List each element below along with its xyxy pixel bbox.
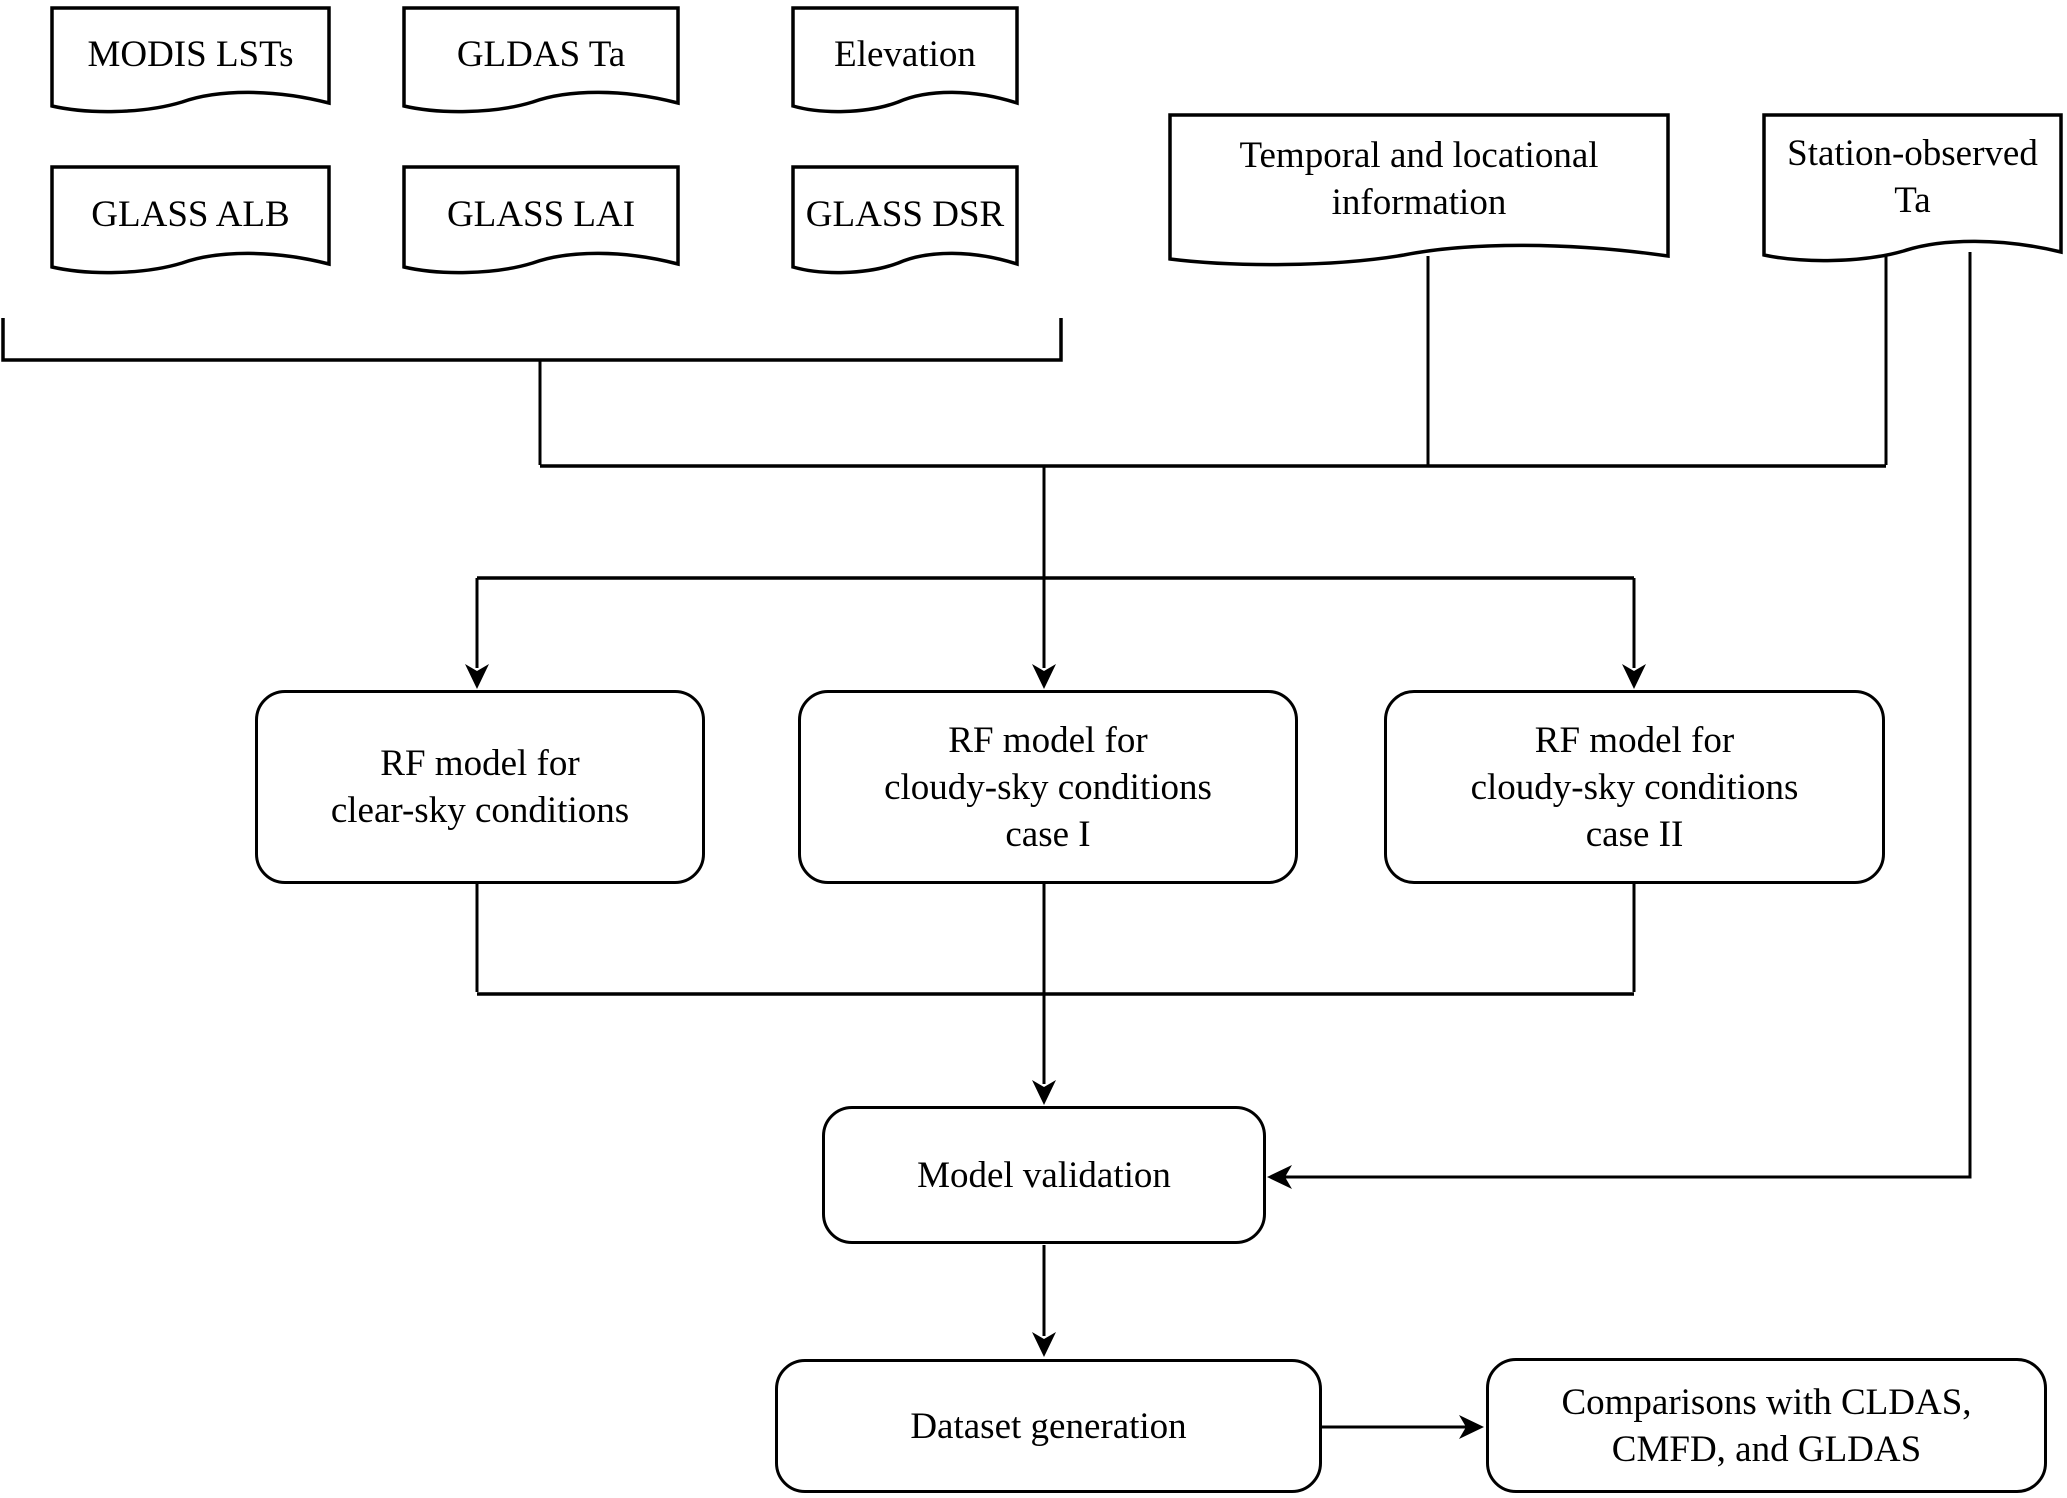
arrowhead-into-dataset (1032, 1332, 1056, 1357)
node-label: RF model for cloudy-sky conditions case … (1470, 719, 1799, 855)
node-label: RF model for clear-sky conditions (330, 743, 630, 831)
arrowhead-into-comparisons (1459, 1415, 1484, 1439)
node-label: Comparisons with CLDAS, CMFD, and GLDAS (1561, 1381, 1972, 1470)
node-label: MODIS LSTs (87, 34, 294, 75)
arrowhead-into-case1 (1032, 664, 1056, 689)
node-label: RF model for cloudy-sky conditions case … (884, 719, 1212, 855)
node-label: Station-observed Ta (1787, 133, 2038, 221)
arrowhead-station-into-validation (1267, 1165, 1292, 1189)
node-label: Dataset generation (910, 1405, 1187, 1447)
node-label: GLASS ALB (91, 194, 290, 235)
node-dataset-generation: Dataset generation (775, 1359, 1322, 1493)
node-label: GLASS DSR (805, 194, 1005, 235)
node-station-observed-ta: Station-observed Ta (1762, 113, 2063, 265)
document-shape-outline (791, 165, 1019, 275)
node-rf-cloudy-case1: RF model for cloudy-sky conditions case … (798, 690, 1298, 884)
edge-station-to-validation (1284, 252, 1972, 1179)
node-label: GLASS LAI (446, 194, 636, 235)
arrowhead-into-clear-sky (465, 664, 489, 689)
node-model-validation: Model validation (822, 1106, 1266, 1244)
node-modis-lsts: MODIS LSTs (50, 6, 331, 116)
node-glass-lai: GLASS LAI (402, 165, 680, 277)
document-shape-outline (402, 165, 680, 275)
node-label: GLDAS Ta (456, 34, 626, 75)
node-comparisons: Comparisons with CLDAS, CMFD, and GLDAS (1486, 1358, 2047, 1493)
document-shape-outline (791, 6, 1019, 114)
node-glass-dsr: GLASS DSR (791, 165, 1019, 277)
document-shape-outline (1762, 113, 2063, 263)
node-label: Model validation (917, 1154, 1171, 1196)
document-shape-outline (1168, 113, 1670, 267)
edge-data-sources-bracket (1, 318, 1063, 362)
node-temporal-locational-information: Temporal and locational information (1168, 113, 1670, 269)
arrowhead-into-case2 (1622, 664, 1646, 689)
document-shape-outline (50, 165, 331, 275)
node-gldas-ta: GLDAS Ta (402, 6, 680, 116)
arrowhead-into-model-validation (1032, 1080, 1056, 1105)
node-label: Temporal and locational information (1239, 135, 1599, 223)
node-label: Elevation (834, 34, 976, 75)
node-glass-alb: GLASS ALB (50, 165, 331, 277)
node-rf-clear-sky: RF model for clear-sky conditions (255, 690, 705, 884)
node-rf-cloudy-case2: RF model for cloudy-sky conditions case … (1384, 690, 1885, 884)
node-elevation: Elevation (791, 6, 1019, 116)
document-shape-outline (50, 6, 331, 114)
document-shape-outline (402, 6, 680, 114)
